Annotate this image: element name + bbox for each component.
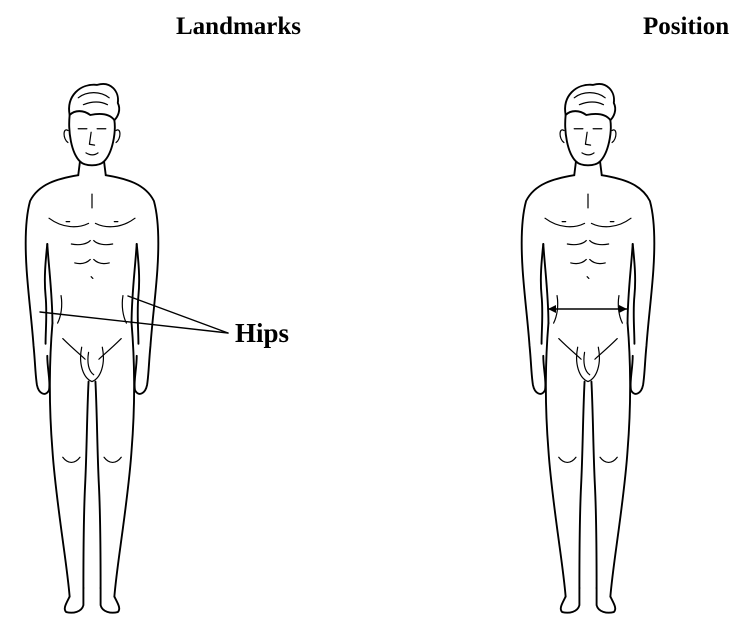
hips-callout-lines xyxy=(40,296,228,333)
landmarks-figure xyxy=(26,84,159,613)
position-figure xyxy=(522,84,655,613)
hip-measurement-arrow xyxy=(548,305,627,313)
